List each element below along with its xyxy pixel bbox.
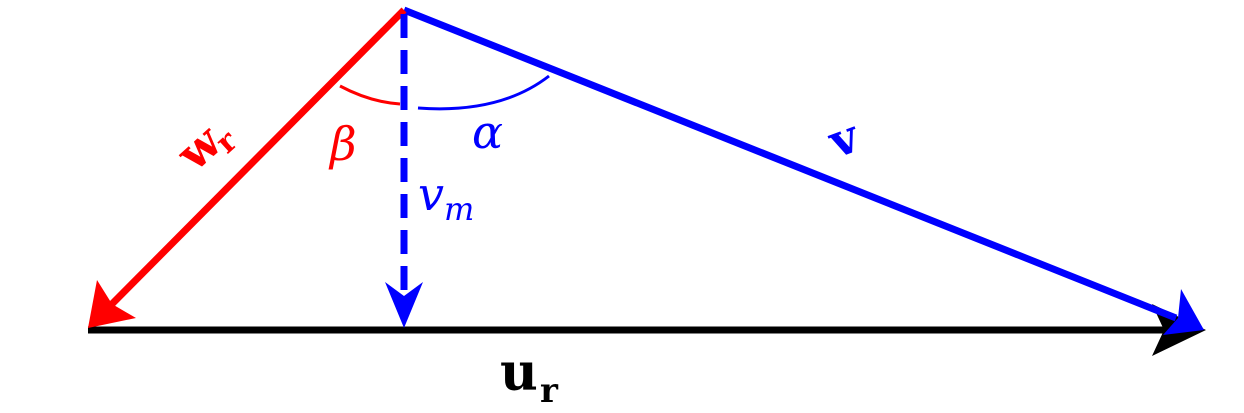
wr-arrowhead [88, 280, 136, 328]
wr-vector-line [107, 7, 407, 309]
vm-arrowhead [385, 282, 423, 328]
ur-label: u [500, 342, 538, 403]
v-label: v [821, 108, 867, 169]
beta-label: β [328, 117, 357, 171]
alpha-label: α [472, 105, 503, 159]
vm-label: v [418, 167, 444, 221]
ur-label-subscript: r [540, 371, 559, 411]
beta-angle-arc [339, 84, 401, 106]
alpha-angle-arc [417, 74, 550, 111]
vm-label-subscript: m [444, 190, 474, 228]
v-vector-line [402, 6, 1178, 322]
v-arrowhead [1163, 289, 1204, 335]
